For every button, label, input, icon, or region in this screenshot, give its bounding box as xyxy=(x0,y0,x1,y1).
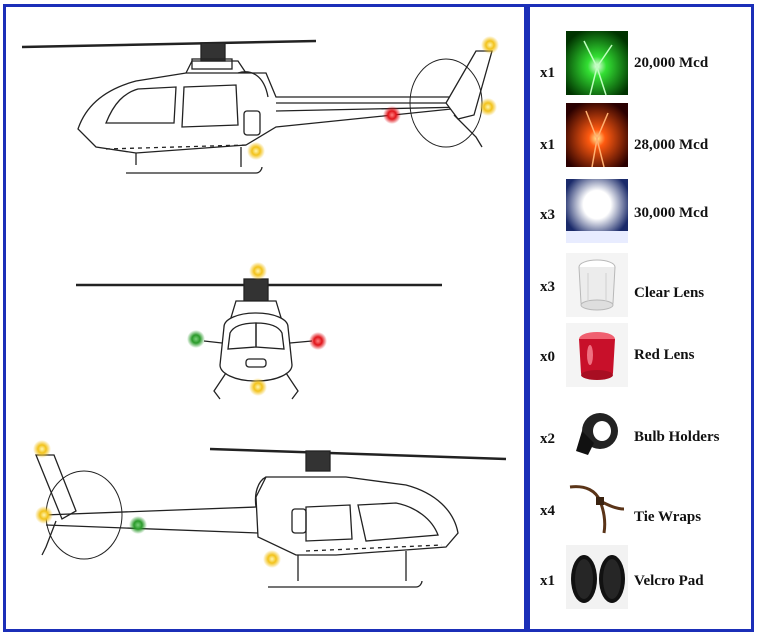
part-label: Clear Lens xyxy=(634,285,705,301)
part-label: 28,000 Mcd xyxy=(634,137,709,153)
part-row-green-led: x1 20,000 Mcd xyxy=(530,31,751,101)
helicopter-side-view-left xyxy=(21,39,493,174)
helicopter-views-panel xyxy=(3,4,527,632)
part-qty: x4 xyxy=(540,503,555,519)
tail-top-yellow-light xyxy=(481,36,499,54)
front-right-red-light xyxy=(309,332,327,350)
part-qty: x1 xyxy=(540,65,555,81)
helicopter-drawings xyxy=(21,36,507,588)
red-lens-icon xyxy=(566,323,628,387)
part-label: Bulb Holders xyxy=(634,429,720,445)
part-label: Red Lens xyxy=(634,347,695,363)
part-row-red-lens: x0 Red Lens xyxy=(530,323,751,393)
tail-rear-yellow-light-2 xyxy=(35,506,53,524)
part-label: 20,000 Mcd xyxy=(634,55,709,71)
red-led-icon xyxy=(566,103,628,167)
parts-list-panel: x1 20,000 Mcd x1 28,000 Mcd x3 xyxy=(527,4,754,632)
part-qty: x2 xyxy=(540,431,555,447)
green-led-icon xyxy=(566,31,628,95)
helicopter-side-view-right xyxy=(35,447,507,588)
part-label: Velcro Pad xyxy=(634,573,704,589)
front-top-yellow-light xyxy=(249,262,267,280)
tail-rear-yellow-light xyxy=(479,98,497,116)
boom-red-light xyxy=(383,106,401,124)
helicopter-front-view xyxy=(76,278,442,400)
belly-yellow-light-side-2 xyxy=(263,550,281,568)
part-qty: x1 xyxy=(540,573,555,589)
part-row-white-led: x3 30,000 Mcd xyxy=(530,179,751,249)
white-led-icon xyxy=(566,179,628,243)
part-row-red-led: x1 28,000 Mcd xyxy=(530,103,751,173)
belly-yellow-light-side xyxy=(247,142,265,160)
part-qty: x3 xyxy=(540,207,555,223)
velcro-pad-icon xyxy=(566,545,628,609)
front-left-green-light xyxy=(187,330,205,348)
part-row-velcro-pad: x1 Velcro Pad xyxy=(530,545,751,615)
tie-wrap-icon xyxy=(566,475,628,539)
clear-lens-icon xyxy=(566,253,628,317)
part-row-tie-wraps: x4 Tie Wraps xyxy=(530,475,751,545)
part-row-bulb-holders: x2 Bulb Holders xyxy=(530,403,751,473)
part-qty: x3 xyxy=(540,279,555,295)
part-qty: x1 xyxy=(540,137,555,153)
boom-green-light xyxy=(129,516,147,534)
part-label: Tie Wraps xyxy=(634,509,702,525)
part-row-clear-lens: x3 Clear Lens xyxy=(530,253,751,323)
front-belly-yellow-light xyxy=(249,378,267,396)
bulb-holder-icon xyxy=(566,403,628,467)
tail-top-yellow-light-2 xyxy=(33,440,51,458)
part-qty: x0 xyxy=(540,349,555,365)
part-label: 30,000 Mcd xyxy=(634,205,709,221)
